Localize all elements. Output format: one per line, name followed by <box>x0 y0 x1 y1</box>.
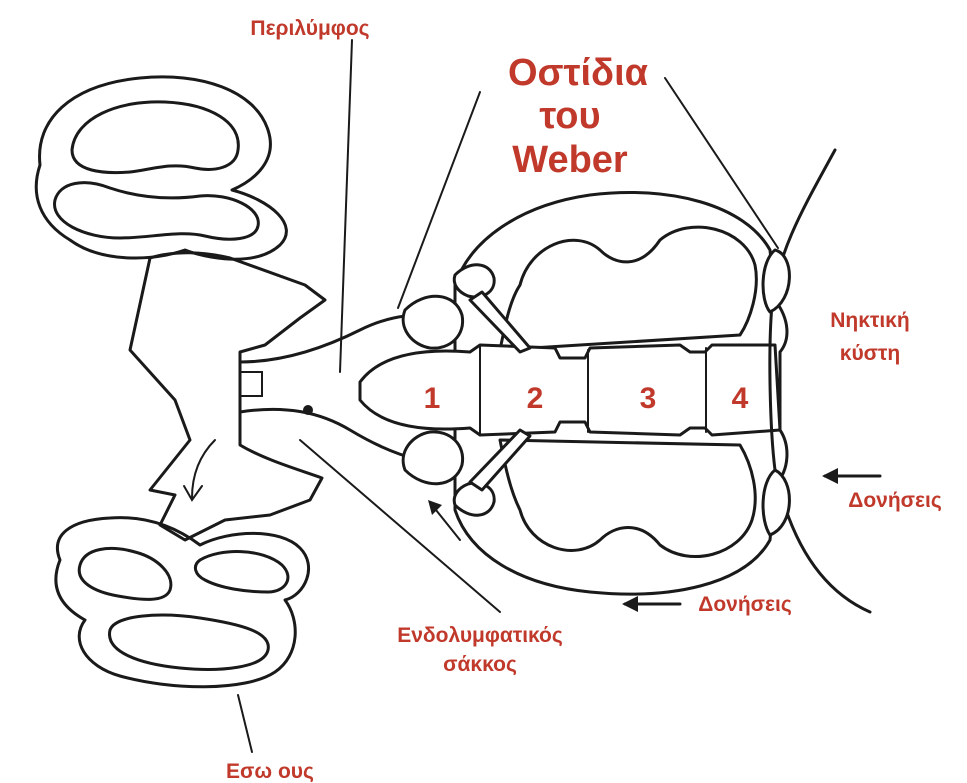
vibration-arrow-right <box>822 468 880 484</box>
endolymph-sac-label-line1: Ενδολυμφατικός <box>397 624 563 647</box>
endolymph-sac-label-line2: σάκκος <box>443 653 517 676</box>
swim-bladder-label-line1: Νηκτική <box>830 309 909 332</box>
vertebra-3-label: 3 <box>640 382 657 415</box>
vertebra-1-label: 1 <box>424 382 441 415</box>
vertebra-2-label: 2 <box>527 382 544 415</box>
inner-ear-upper <box>36 77 286 259</box>
vibration-arrow-bottom <box>622 596 680 612</box>
vibrations-label-bottom: Δονήσεις <box>698 593 792 616</box>
vertebra-4-label: 4 <box>732 382 749 415</box>
perilymph-label: Περιλύμφος <box>250 17 369 40</box>
vibrations-label-right: Δονήσεις <box>848 489 942 512</box>
sinus-impar <box>130 253 325 540</box>
weber-ossicles-label-line3: Weber <box>512 139 628 181</box>
inner-ear-leader <box>238 695 252 752</box>
inner-ear-lower <box>56 518 309 687</box>
inner-ear-label: Εσω ους <box>226 760 314 783</box>
perilymph-leader <box>340 40 352 372</box>
weber-ossicles-label-line2: του <box>539 95 600 137</box>
swim-bladder-label-line2: κύστη <box>840 342 901 365</box>
weber-ossicles-label-line1: Οστίδια <box>508 52 648 94</box>
